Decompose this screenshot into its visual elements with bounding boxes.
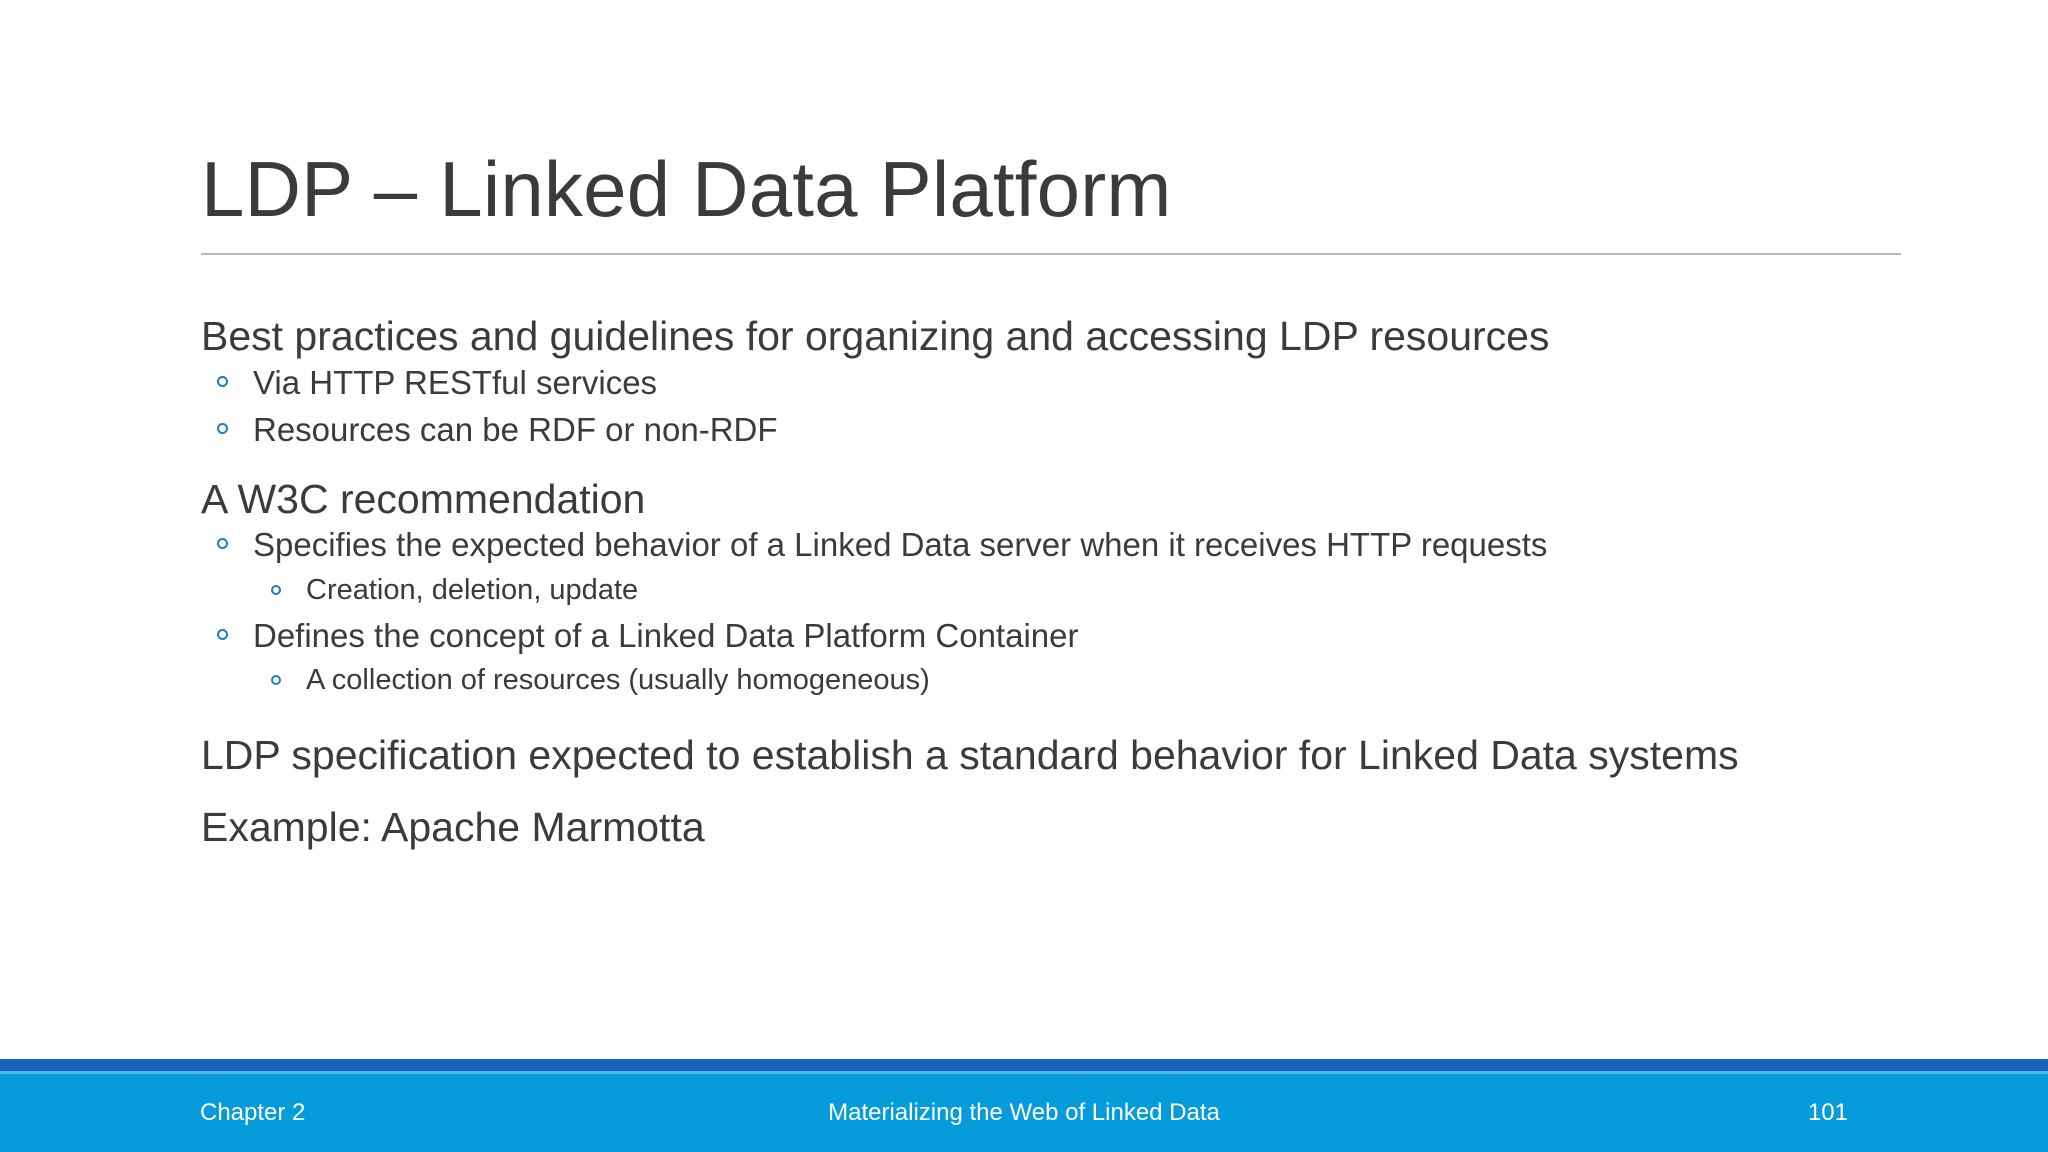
bullet-level3-collection-of-resources: A collection of resources (usually homog… (201, 663, 1921, 698)
bullet-level1-best-practices: Best practices and guidelines for organi… (201, 313, 1550, 359)
page-title: LDP – Linked Data Platform (201, 145, 1172, 233)
footer-accent-stripe (0, 1059, 2048, 1071)
slide-footer: Chapter 2 Materializing the Web of Linke… (0, 1059, 2048, 1152)
bullet-level3-label: A collection of resources (usually homog… (306, 664, 930, 697)
bullet-level2-via-http: Via HTTP RESTful services (201, 363, 1921, 403)
hollow-circle-bullet-icon (217, 538, 228, 550)
hollow-circle-bullet-icon (217, 628, 228, 640)
bullet-level1-w3c-recommendation: A W3C recommendation (201, 475, 646, 522)
bullet-level2-label: Via HTTP RESTful services (253, 363, 658, 401)
hollow-circle-bullet-icon (271, 675, 281, 686)
hollow-circle-bullet-icon (271, 584, 281, 595)
bullet-level3-label: Creation, deletion, update (306, 573, 639, 606)
bullet-level2-resources-rdf: Resources can be RDF or non-RDF (201, 410, 1921, 450)
hollow-circle-bullet-icon (217, 375, 228, 387)
section-spacer (201, 786, 1921, 804)
hollow-circle-bullet-icon (217, 423, 228, 435)
title-block: LDP – Linked Data Platform (201, 150, 1901, 255)
bullet-level1-example-marmotta: Example: Apache Marmotta (201, 803, 705, 850)
title-divider (201, 253, 1901, 255)
footer-chapter-label: Chapter 2 (200, 1099, 306, 1126)
bullet-level1-ldp-specification: LDP specification expected to establish … (201, 732, 1739, 779)
bullet-level2-label: Specifies the expected behavior of a Lin… (253, 526, 1548, 564)
bullet-level2-specifies-behavior: Specifies the expected behavior of a Lin… (201, 525, 1921, 565)
bullet-level2-defines-container: Defines the concept of a Linked Data Pla… (201, 616, 1921, 656)
body-content: Best practices and guidelines for organi… (201, 313, 1921, 857)
section-spacer (201, 706, 1921, 732)
bullet-level3-creation-deletion-update: Creation, deletion, update (201, 573, 1921, 608)
bullet-level2-label: Resources can be RDF or non-RDF (253, 411, 778, 449)
bullet-level2-label: Defines the concept of a Linked Data Pla… (253, 616, 1079, 654)
footer-deck-title: Materializing the Web of Linked Data (828, 1099, 1220, 1126)
footer-slide-number: 101 (1807, 1099, 1848, 1126)
footer-band (0, 1074, 2048, 1152)
section-spacer (201, 458, 1921, 476)
footer-hairline-stripe (0, 1071, 2048, 1074)
